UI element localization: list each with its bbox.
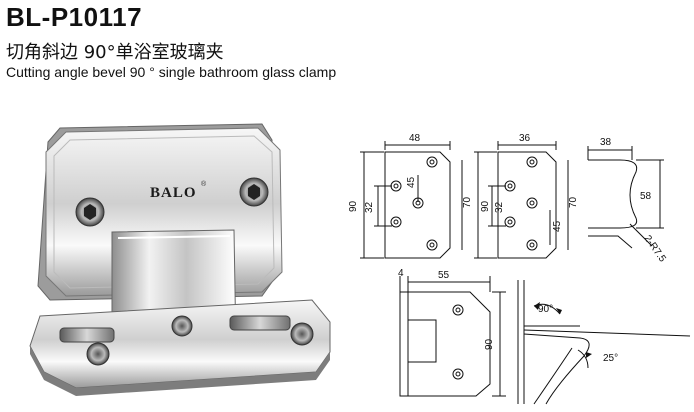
dimension-thickness: 4 [398,268,404,279]
technical-drawing-front-a [360,141,463,259]
dimension-height: 58 [640,191,652,202]
dimension-hole-spacing: 32 [364,201,375,213]
screw-icon [290,322,314,346]
dimension-width: 55 [438,270,450,281]
product-title-english: Cutting angle bevel 90 ° single bathroom… [6,64,337,80]
technical-drawing-front-b [474,141,569,259]
dimension-width: 48 [409,133,421,144]
technical-drawing-angle [517,280,691,405]
dimension-offset: 45 [552,220,563,232]
dimension-height: 90 [480,200,491,212]
screw-icon [86,342,110,366]
dimension-offset: 45 [406,176,417,188]
technical-drawing-side [587,146,664,249]
dimension-width: 38 [600,137,612,148]
dimension-hole-spacing: 32 [494,201,505,213]
product-title-chinese: 切角斜边 90°单浴室玻璃夹 [6,42,224,63]
dimension-height: 90 [348,200,359,212]
dimension-radius: 2-R7.5 [642,233,668,264]
dimension-depth: 70 [462,196,473,208]
dimension-depth: 70 [568,196,579,208]
registered-mark: ® [201,180,207,188]
angle-open: 90° [538,304,553,315]
dimension-width: 36 [519,133,531,144]
screw-icon [75,197,105,227]
technical-drawing-plan [399,276,506,397]
model-number: BL-P10117 [6,2,143,32]
glass-clamp-photo: BALO ® [29,123,331,396]
screw-icon [239,177,269,207]
angle-bevel: 25° [603,353,618,364]
dimension-height: 90 [484,338,495,350]
screw-icon [171,315,193,337]
brand-logo: BALO [150,185,197,201]
